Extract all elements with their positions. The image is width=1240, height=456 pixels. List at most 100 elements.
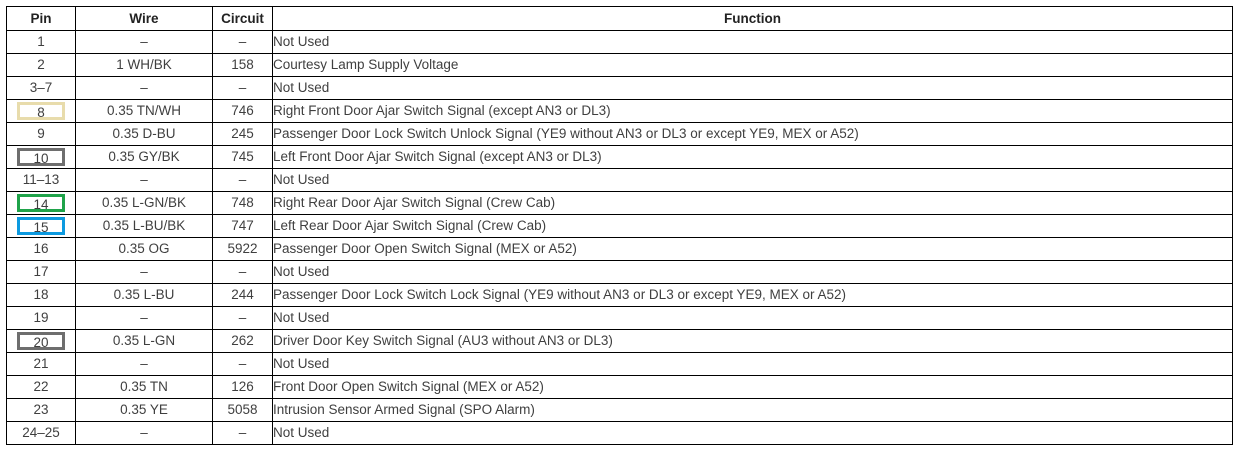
cell-pin: 17 [6,260,76,284]
cell-wire: – [75,352,213,376]
cell-func: Not Used [272,421,1233,445]
cell-pin: 23 [6,398,76,422]
table-row: 21––Not Used [6,352,1233,376]
cell-wire: 0.35 L-GN/BK [75,191,213,215]
cell-pin: 24–25 [6,421,76,445]
pin-value: 19 [33,310,49,325]
cell-circuit: 245 [212,122,273,146]
cell-pin: 2 [6,53,76,77]
pin-value: 18 [33,287,49,302]
table-row: 3–7––Not Used [6,76,1233,100]
cell-circuit: 262 [212,329,273,353]
cell-pin: 9 [6,122,76,146]
table-header: Pin Wire Circuit Function [6,6,1233,31]
cell-wire: 0.35 TN/WH [75,99,213,123]
pin-value: 11–13 [22,172,60,187]
cell-pin: 11–13 [6,168,76,192]
column-header-pin: Pin [6,6,76,31]
cell-pin: 19 [6,306,76,330]
cell-wire: – [75,421,213,445]
cell-pin: 14 [6,191,76,215]
cell-circuit: 746 [212,99,273,123]
cell-wire: 0.35 L-BU/BK [75,214,213,238]
pin-highlight-box-blue: 15 [17,217,65,235]
pin-value: 9 [37,126,45,141]
cell-circuit: – [212,168,273,192]
cell-pin: 1 [6,30,76,54]
cell-wire: 1 WH/BK [75,53,213,77]
cell-pin: 8 [6,99,76,123]
column-header-circuit: Circuit [212,6,273,31]
pin-value: 16 [33,241,49,256]
cell-func: Front Door Open Switch Signal (MEX or A5… [272,375,1233,399]
cell-circuit: 126 [212,375,273,399]
cell-wire: – [75,76,213,100]
cell-func: Not Used [272,306,1233,330]
cell-pin: 18 [6,283,76,307]
cell-func: Courtesy Lamp Supply Voltage [272,53,1233,77]
pin-highlight-box-green: 14 [17,194,65,212]
cell-func: Not Used [272,30,1233,54]
cell-circuit: – [212,30,273,54]
cell-circuit: 745 [212,145,273,169]
pin-value: 17 [33,264,49,279]
table-row: 11–13––Not Used [6,168,1233,192]
cell-circuit: – [212,306,273,330]
pin-value: 21 [33,356,49,371]
cell-func: Not Used [272,168,1233,192]
cell-wire: 0.35 L-BU [75,283,213,307]
cell-pin: 16 [6,237,76,261]
pin-highlight-box-gray: 20 [17,332,65,350]
pin-highlight-box-gray: 10 [17,148,65,166]
cell-circuit: – [212,421,273,445]
cell-func: Passenger Door Lock Switch Unlock Signal… [272,122,1233,146]
cell-wire: 0.35 YE [75,398,213,422]
cell-wire: 0.35 L-GN [75,329,213,353]
column-header-function: Function [272,6,1233,31]
cell-pin: 15 [6,214,76,238]
cell-circuit: 244 [212,283,273,307]
cell-func: Not Used [272,352,1233,376]
cell-pin: 10 [6,145,76,169]
cell-func: Not Used [272,260,1233,284]
cell-pin: 20 [6,329,76,353]
cell-circuit: 748 [212,191,273,215]
table-row: 24–25––Not Used [6,421,1233,445]
cell-pin: 21 [6,352,76,376]
pin-highlight-box-tan: 8 [17,102,65,120]
cell-wire: – [75,306,213,330]
pin-value: 2 [37,57,45,72]
cell-func: Not Used [272,76,1233,100]
cell-func: Right Front Door Ajar Switch Signal (exc… [272,99,1233,123]
cell-circuit: 158 [212,53,273,77]
cell-pin: 22 [6,375,76,399]
cell-pin: 3–7 [6,76,76,100]
cell-circuit: 5058 [212,398,273,422]
pin-value: 3–7 [29,80,53,95]
cell-func: Intrusion Sensor Armed Signal (SPO Alarm… [272,398,1233,422]
cell-func: Left Front Door Ajar Switch Signal (exce… [272,145,1233,169]
cell-wire: – [75,30,213,54]
pin-value: 23 [33,402,49,417]
cell-circuit: – [212,260,273,284]
cell-circuit: – [212,76,273,100]
pin-value: 22 [33,379,49,394]
cell-wire: – [75,260,213,284]
cell-func: Driver Door Key Switch Signal (AU3 witho… [272,329,1233,353]
cell-wire: 0.35 GY/BK [75,145,213,169]
cell-circuit: – [212,352,273,376]
table-row: 19––Not Used [6,306,1233,330]
